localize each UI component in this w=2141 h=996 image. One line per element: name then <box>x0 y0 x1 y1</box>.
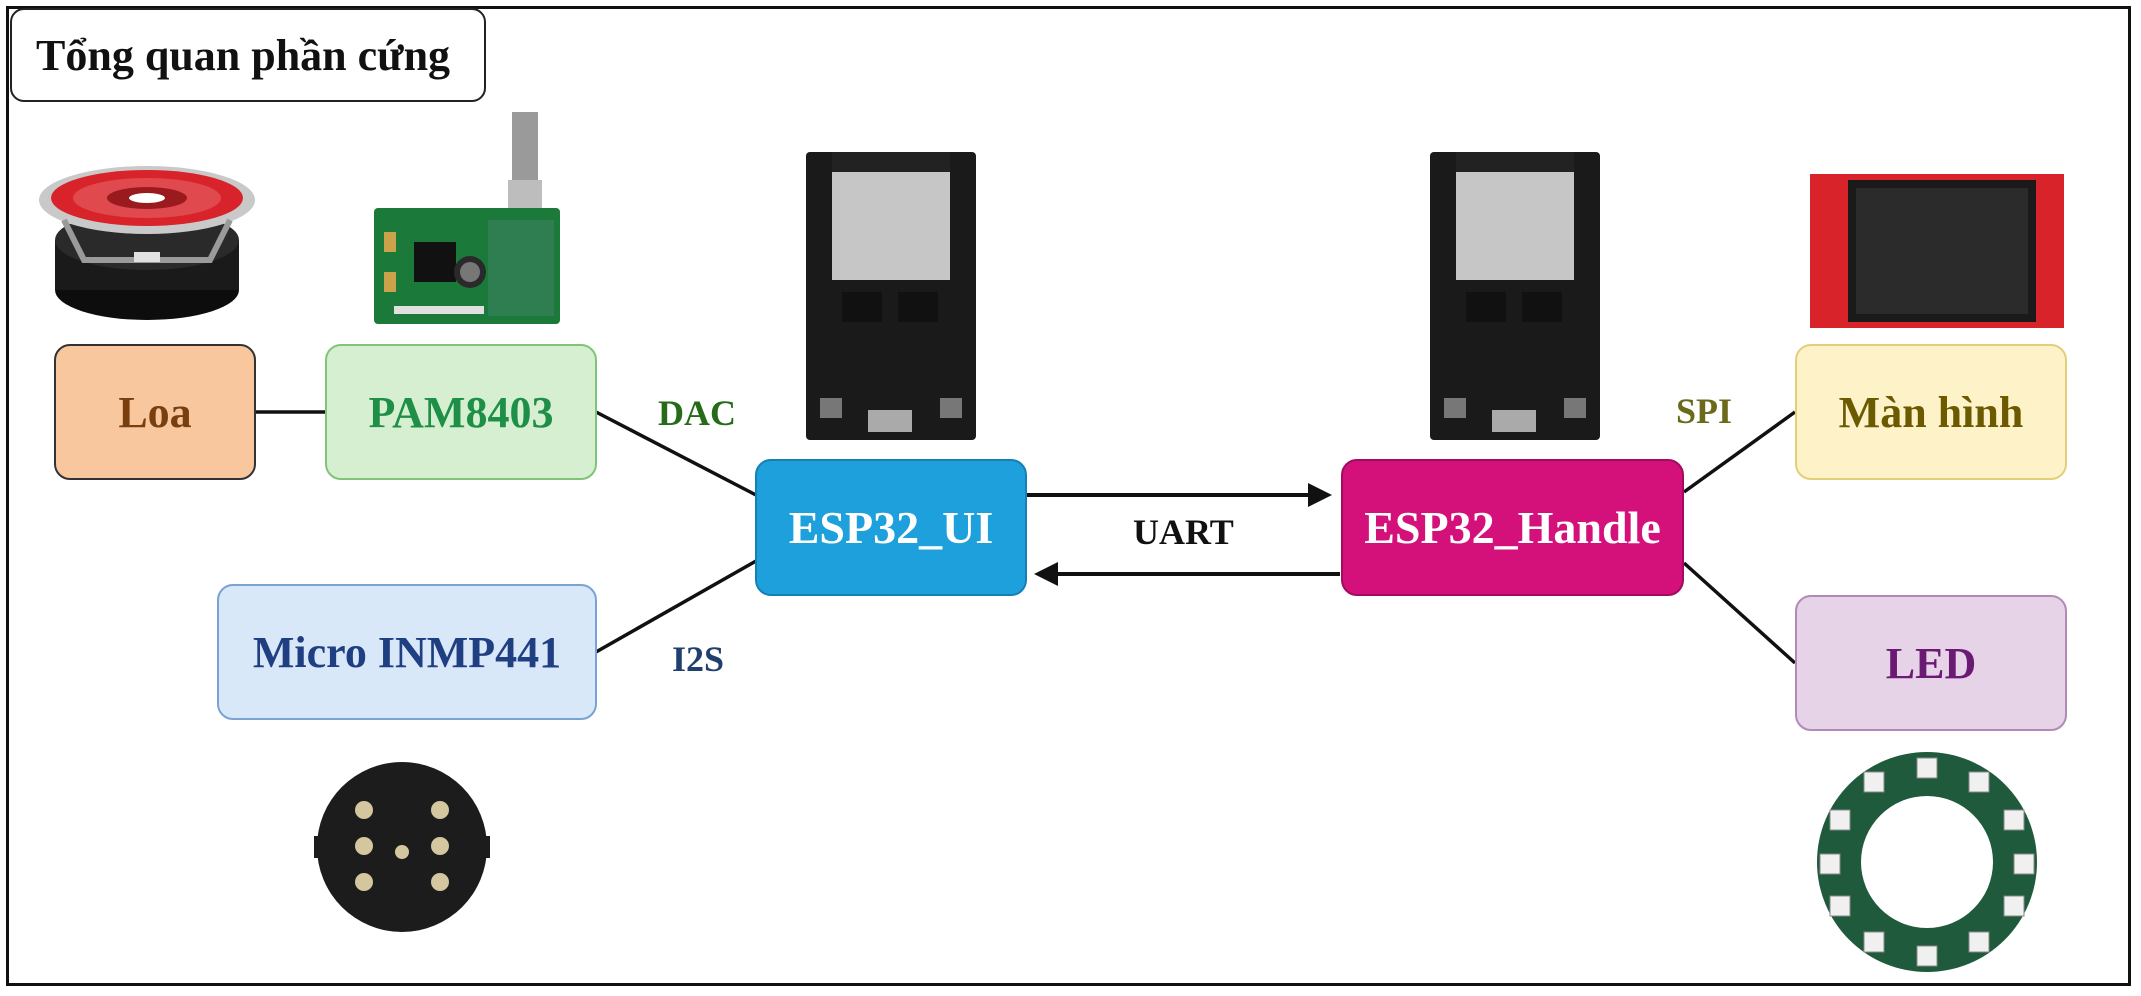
man-hinh-box: Màn hình <box>1795 344 2067 480</box>
loa-label: Loa <box>118 387 192 437</box>
pam-esp-ui-line <box>595 410 757 497</box>
esp-handle-led-line <box>1682 561 1797 665</box>
i2s-label: I2S <box>672 639 725 679</box>
dac-label: DAC <box>658 393 736 433</box>
microphone-module-icon <box>314 762 490 932</box>
pam8403-label: PAM8403 <box>368 387 554 437</box>
led-box: LED <box>1795 595 2067 731</box>
tft-display-icon <box>1790 174 2064 328</box>
speaker-icon <box>39 166 255 320</box>
man-hinh-label: Màn hình <box>1838 387 2024 437</box>
loa-box: Loa <box>54 344 256 480</box>
pam8403-box: PAM8403 <box>325 344 597 480</box>
esp32-ui-label: ESP32_UI <box>788 502 994 553</box>
esp32-handle-label: ESP32_Handle <box>1364 502 1661 553</box>
esp32-handle-box: ESP32_Handle <box>1341 459 1684 596</box>
amplifier-board-icon <box>374 112 560 324</box>
esp32-board-icon <box>1430 152 1600 440</box>
uart-label: UART <box>1133 512 1234 552</box>
led-ring-icon <box>1817 752 2037 972</box>
esp32-board-icon <box>806 152 976 440</box>
diagram-title: Tổng quan phần cứng <box>10 8 486 102</box>
micro-esp-ui-line <box>595 559 757 654</box>
esp32-ui-box: ESP32_UI <box>755 459 1027 596</box>
spi-label: SPI <box>1676 391 1733 431</box>
micro-box: Micro INMP441 <box>217 584 597 720</box>
esp-handle-screen-line <box>1682 410 1797 494</box>
micro-label: Micro INMP441 <box>252 627 562 677</box>
led-label: LED <box>1885 638 1977 688</box>
